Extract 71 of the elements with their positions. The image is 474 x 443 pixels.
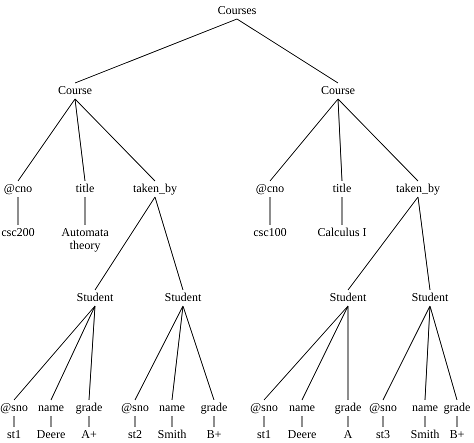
tree-edge: [418, 196, 430, 290]
tree-node-label: Course: [57, 84, 93, 97]
tree-node-label: title: [74, 182, 96, 195]
tree-node-label: st1: [256, 428, 272, 441]
tree-node-label: st2: [127, 428, 143, 441]
tree-edge: [430, 306, 458, 400]
tree-node-label: Deere: [286, 428, 318, 441]
tree-edge: [84, 196, 86, 226]
tree-node-label: grade: [334, 401, 362, 414]
tree-edge: [134, 306, 184, 400]
tree-edge: [264, 306, 348, 400]
tree-edge: [88, 416, 90, 428]
tree-edge: [94, 196, 156, 290]
tree-edge: [302, 306, 348, 400]
tree-node-label: name: [37, 401, 65, 414]
tree-edge: [172, 306, 184, 400]
tree-edge: [50, 416, 52, 428]
tree-node-label: Courses: [216, 4, 258, 17]
tree-node-label: B+: [206, 428, 222, 441]
tree-edge: [270, 98, 338, 182]
tree-node-label: Student: [328, 291, 368, 304]
tree-node-label: st3: [375, 428, 391, 441]
tree-node-label: taken_by: [132, 182, 178, 195]
tree-node-label: Student: [410, 291, 450, 304]
tree-edge: [348, 196, 418, 290]
tree-node-label: A: [342, 428, 354, 441]
tree-node-label: Smith: [410, 428, 440, 441]
tree-node-label: taken_by: [395, 182, 441, 195]
tree-edge: [74, 98, 156, 182]
tree-edge: [74, 18, 238, 84]
tree-node-label: name: [288, 401, 316, 414]
tree-node-label: A+: [80, 428, 98, 441]
tree-edge: [338, 98, 342, 182]
tree-node-label: Deere: [36, 428, 66, 441]
tree-node-label: @sno: [0, 401, 29, 414]
tree-node-label: @sno: [249, 401, 279, 414]
tree-node-label: csc200: [0, 226, 36, 239]
tree-node-label: grade: [74, 401, 104, 414]
tree-edge: [236, 18, 338, 84]
tree-node-label: Automata theory: [58, 226, 112, 252]
tree-node-label: grade: [442, 401, 472, 414]
tree-edge: [338, 98, 418, 182]
tree-node-label: B+: [448, 428, 466, 441]
tree-node-label: csc100: [252, 226, 288, 239]
tree-edge: [456, 416, 458, 428]
tree-edge: [50, 306, 96, 400]
tree-node-label: name: [158, 401, 186, 414]
tree-edge: [424, 306, 430, 400]
tree-node-label: Calculus I: [316, 226, 368, 239]
tree-edge: [74, 98, 86, 182]
tree-node-label: @cno: [2, 182, 34, 195]
tree-node-label: @sno: [120, 401, 150, 414]
tree-edge: [88, 306, 96, 400]
tree-edge: [424, 416, 426, 428]
tree-node-label: Student: [76, 291, 114, 304]
tree-node-label: @sno: [368, 401, 398, 414]
tree-edge: [14, 306, 96, 400]
tree-node-label: Smith: [156, 428, 188, 441]
tree-node-label: Course: [320, 84, 356, 97]
tree-node-label: Student: [164, 291, 202, 304]
tree-edge: [18, 98, 76, 182]
tree-node-label: st1: [6, 428, 22, 441]
tree-edge: [134, 416, 136, 428]
tree-node-label: name: [411, 401, 439, 414]
tree-edge: [382, 416, 384, 428]
tree-edge: [382, 306, 430, 400]
tree-edge: [154, 196, 184, 290]
tree-node-label: title: [332, 182, 352, 195]
tree-node-label: grade: [200, 401, 228, 414]
tree-node-label: @cno: [254, 182, 286, 195]
tree-edge: [182, 306, 214, 400]
